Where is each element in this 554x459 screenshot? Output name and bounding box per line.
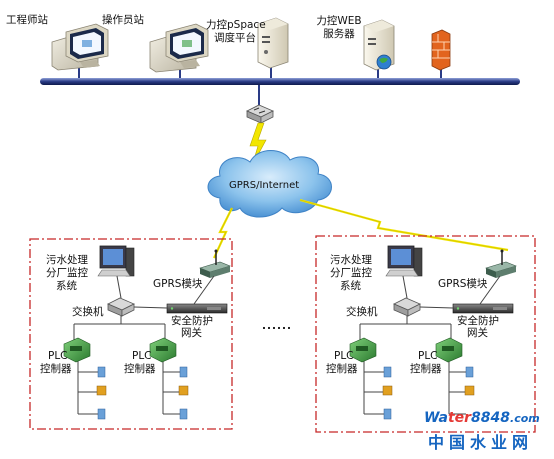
site-left-field-instruments-icon xyxy=(96,366,189,420)
cloud-label: GPRS/Internet xyxy=(229,180,300,191)
site-right-plc1-icon xyxy=(349,337,377,363)
site-right-plc1-label-line1: PLC xyxy=(334,350,354,362)
site-left-switch-icon xyxy=(107,297,135,317)
site-left-plc1-label-line1: PLC xyxy=(48,350,68,362)
site-left-gprs-module-icon xyxy=(199,249,231,278)
engineer-station-label: 工程师站 xyxy=(6,14,48,26)
site-right-gateway-label-line2: 网关 xyxy=(467,327,488,339)
site-right-gprs-label: GPRS模块 xyxy=(438,278,488,290)
site-right-gprs-module-icon xyxy=(485,249,517,278)
firewall-icon xyxy=(431,29,451,71)
web-server-label-line1: 力控WEB xyxy=(316,15,362,27)
site-right-plc2-label-line1: PLC xyxy=(418,350,438,362)
site-left-devices xyxy=(63,245,231,420)
site-left-gateway-icon xyxy=(166,303,228,314)
site-left-plc2-label-line2: 控制器 xyxy=(124,363,156,375)
site-right-gateway-icon xyxy=(452,303,514,314)
site-left-monitor-label-line2: 分厂监控 xyxy=(46,267,88,279)
site-left-boundary xyxy=(29,238,233,430)
site-left-plc2-icon xyxy=(149,337,177,363)
site-right-monitor-pc-icon xyxy=(385,245,423,277)
site-left-monitor-pc-icon xyxy=(97,245,135,277)
site-right-devices xyxy=(349,245,517,420)
site-left-monitor-label-line3: 系统 xyxy=(56,280,77,292)
pspace-platform-label-line2: 调度平台 xyxy=(214,32,256,44)
site-right-plc2-icon xyxy=(435,337,463,363)
engineer-station-pc-icon xyxy=(51,23,109,71)
operator-station-pc-icon xyxy=(149,23,209,73)
site-right-monitor-label-line2: 分厂监控 xyxy=(330,267,372,279)
site-right-switch-icon xyxy=(393,297,421,317)
watermark-site-name: 中国水业网 xyxy=(428,433,534,452)
site-left-plc1-icon xyxy=(63,337,91,363)
site-left-monitor-label-line1: 污水处理 xyxy=(46,254,88,266)
pspace-server-icon xyxy=(257,17,289,69)
network-backbone-bus xyxy=(40,78,520,85)
site-left-switch-label: 交换机 xyxy=(72,306,104,318)
site-left-plc1-label-line2: 控制器 xyxy=(40,363,72,375)
operator-station-label: 操作员站 xyxy=(102,14,144,26)
pspace-platform-label-line1: 力控pSpace xyxy=(206,19,266,31)
bus-drop-lines xyxy=(78,64,442,108)
site-right-field-instruments-icon xyxy=(382,366,475,420)
more-sites-ellipsis: ...... xyxy=(262,320,292,332)
watermark-brand: Water8848.com xyxy=(424,410,540,426)
site-right-monitor-label-line1: 污水处理 xyxy=(330,254,372,266)
central-switch-icon xyxy=(246,104,274,124)
site-left-plc2-label-line1: PLC xyxy=(132,350,152,362)
site-left-gateway-label-line2: 网关 xyxy=(181,327,202,339)
web-server-icon xyxy=(363,19,395,71)
site-right-boundary xyxy=(315,235,536,433)
site-right-gateway-label-line1: 安全防护 xyxy=(457,315,499,327)
site-right-plc1-label-line2: 控制器 xyxy=(326,363,358,375)
site-right-monitor-label-line3: 系统 xyxy=(340,280,361,292)
web-server-label-line2: 服务器 xyxy=(323,28,355,40)
site-right-plc2-label-line2: 控制器 xyxy=(410,363,442,375)
site-left-gprs-label: GPRS模块 xyxy=(153,278,203,290)
site-left-gateway-label-line1: 安全防护 xyxy=(171,315,213,327)
site-right-switch-label: 交换机 xyxy=(346,306,378,318)
